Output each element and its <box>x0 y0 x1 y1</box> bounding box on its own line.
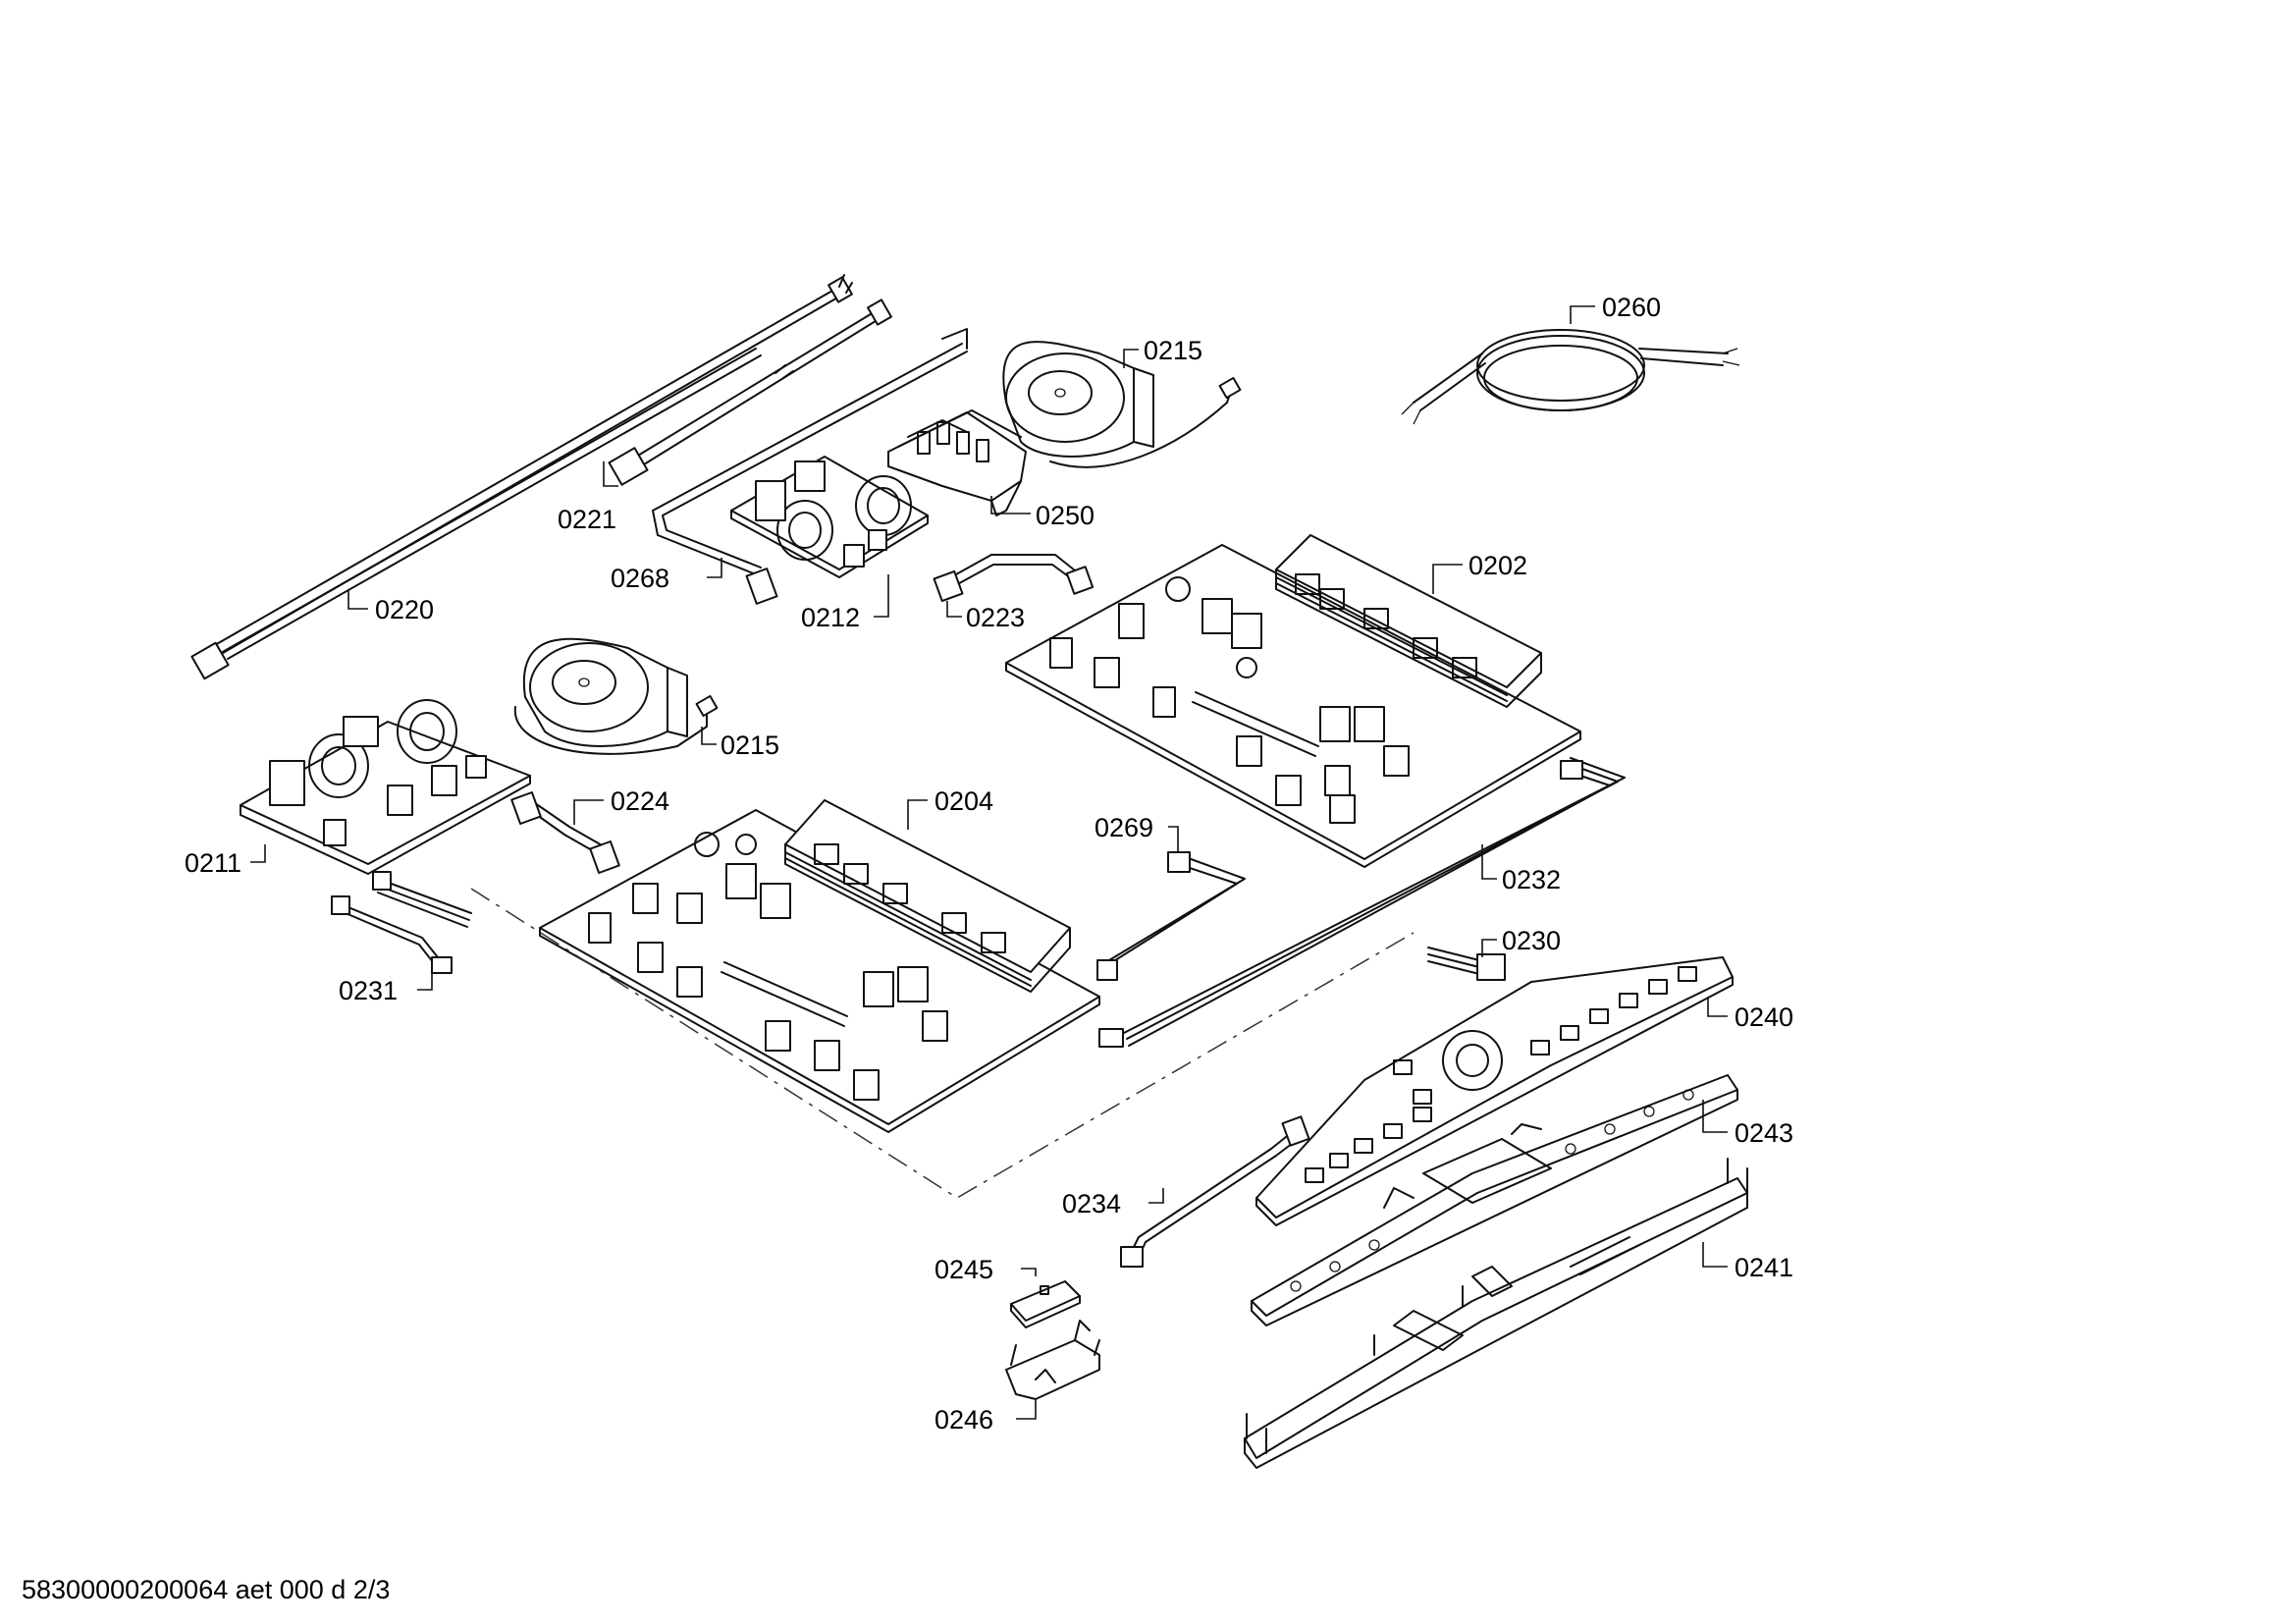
control-frame-0243-drawing <box>1251 1074 1738 1326</box>
part-label-0241: 0241 <box>1735 1253 1793 1282</box>
part-label-0224: 0224 <box>611 786 669 816</box>
alignment-outline <box>470 888 1415 1199</box>
part-label-0215-top: 0215 <box>1144 336 1202 365</box>
terminal-block-0250-drawing <box>887 409 1027 516</box>
part-label-0243: 0243 <box>1735 1118 1793 1148</box>
part-label-0211: 0211 <box>185 848 241 878</box>
small-board-0245-drawing <box>1010 1280 1081 1328</box>
part-labels: 0260 0215 0221 0250 0268 0212 0223 0202 … <box>185 293 1793 1435</box>
holder-0246-drawing <box>1005 1320 1100 1400</box>
control-board-0240-drawing <box>1255 956 1734 1226</box>
bottom-frame-0241-drawing <box>1244 1158 1748 1469</box>
part-label-0234: 0234 <box>1062 1189 1121 1218</box>
part-label-0260: 0260 <box>1602 293 1661 322</box>
power-board-0202-drawing <box>1005 534 1581 868</box>
cable-0232-drawing <box>1098 757 1626 1048</box>
cable-0223-drawing <box>933 554 1095 603</box>
part-label-0220: 0220 <box>375 595 434 624</box>
part-label-0223: 0223 <box>966 603 1025 632</box>
cable-0221-drawing <box>608 298 892 486</box>
part-label-0204: 0204 <box>934 786 993 816</box>
part-label-0240: 0240 <box>1735 1002 1793 1032</box>
part-label-0245: 0245 <box>934 1255 993 1284</box>
filter-board-0212-drawing <box>730 456 929 578</box>
part-label-0231: 0231 <box>339 976 398 1005</box>
filter-board-0211-drawing <box>240 699 531 875</box>
part-label-0202: 0202 <box>1468 551 1527 580</box>
part-label-0212: 0212 <box>801 603 860 632</box>
part-label-0215-middle: 0215 <box>721 731 779 760</box>
document-id: 58300000200064 aet 000 d 2/3 <box>22 1575 391 1604</box>
part-label-0268: 0268 <box>611 564 669 593</box>
part-label-0250: 0250 <box>1036 501 1095 530</box>
part-label-0232: 0232 <box>1502 865 1561 894</box>
ribbon-cable-0231-drawing <box>331 871 472 974</box>
cable-harness-0220-drawing <box>190 274 853 680</box>
power-board-0204-drawing <box>539 799 1100 1133</box>
cable-0268-drawing <box>652 328 968 605</box>
part-label-0269: 0269 <box>1095 813 1153 842</box>
ribbon-cable-0230-drawing <box>1427 947 1506 981</box>
cable-0224-drawing <box>510 791 620 874</box>
cable-0234-drawing <box>1120 1115 1310 1268</box>
power-cable-drawing <box>1401 329 1740 425</box>
part-label-0221: 0221 <box>558 505 616 534</box>
leader-lines <box>250 305 1728 1420</box>
cable-0269-drawing <box>1096 851 1246 981</box>
fan-0215-middle-drawing <box>513 637 719 755</box>
fan-0215-top-drawing <box>1002 341 1242 468</box>
part-label-0230: 0230 <box>1502 926 1561 955</box>
part-label-0246: 0246 <box>934 1405 993 1435</box>
